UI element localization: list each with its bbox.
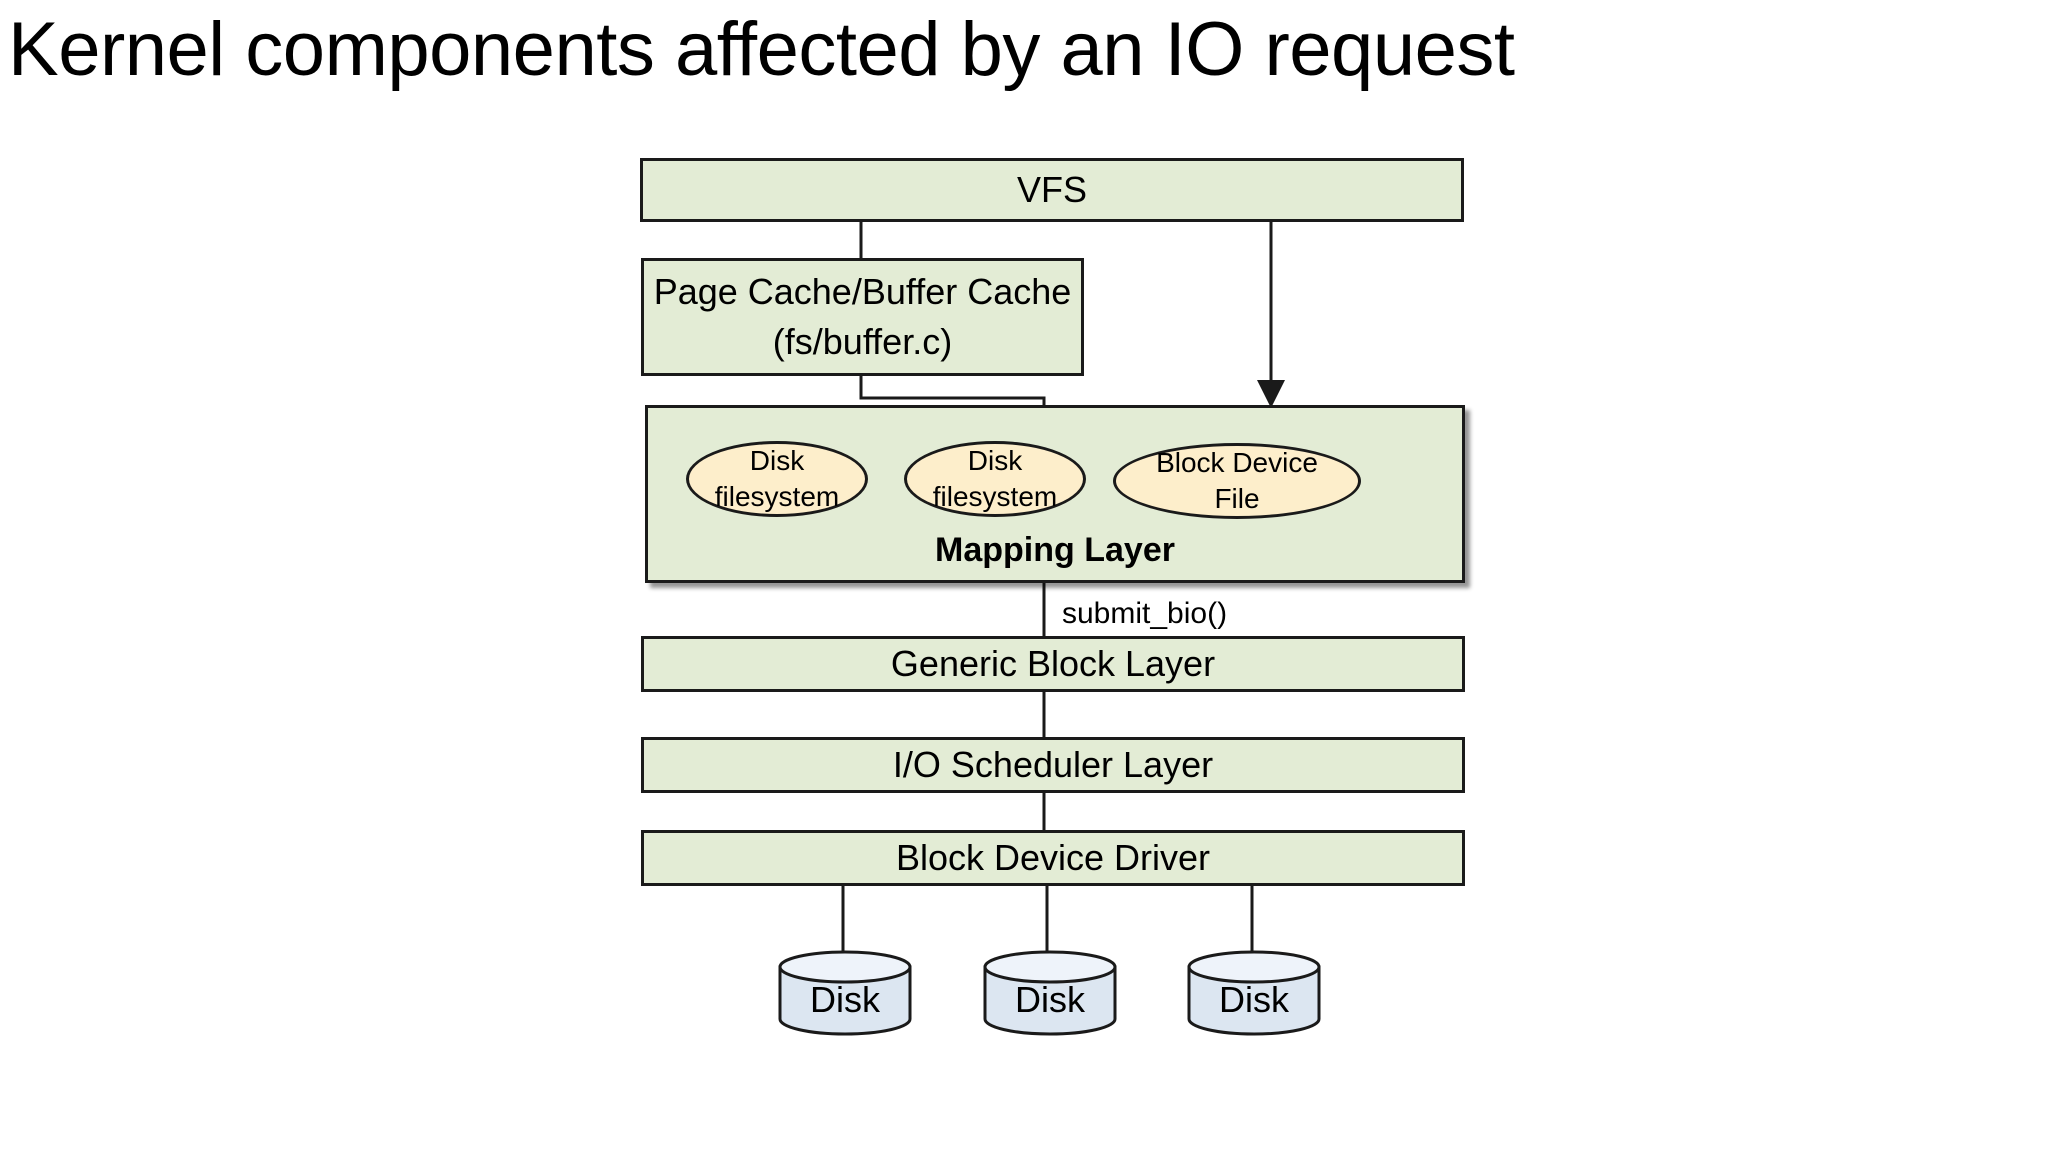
- layer-box-block-device-driver[interactable]: Block Device Driver: [641, 830, 1465, 886]
- layer-label-page-cache-line1: Page Cache/Buffer Cache: [653, 271, 1072, 312]
- mapping-node-block-device-file[interactable]: Block Device File: [1113, 443, 1361, 519]
- mapping-node-label-line1: Disk: [967, 445, 1023, 476]
- layer-box-vfs[interactable]: VFS: [640, 158, 1464, 222]
- disk-cylinder-2[interactable]: Disk: [982, 950, 1118, 1036]
- cylinder-icon: [983, 950, 1117, 1036]
- disk-cylinder-1[interactable]: Disk: [777, 950, 913, 1036]
- page-title: Kernel components affected by an IO requ…: [8, 7, 1515, 92]
- layer-box-page-cache[interactable]: Page Cache/Buffer Cache (fs/buffer.c): [641, 258, 1084, 376]
- arrowhead-vfs-to-mapping: [1257, 380, 1285, 408]
- mapping-node-disk-filesystem-2[interactable]: Disk filesystem: [904, 441, 1086, 517]
- cylinder-icon: [778, 950, 912, 1036]
- layer-box-io-scheduler[interactable]: I/O Scheduler Layer: [641, 737, 1465, 793]
- layer-label-page-cache-line2: (fs/buffer.c): [772, 321, 953, 362]
- disk-label: Disk: [810, 979, 880, 1020]
- mapping-node-label-line2: filesystem: [714, 481, 840, 512]
- layer-label-vfs: VFS: [1016, 169, 1087, 210]
- cylinder-icon: [1187, 950, 1321, 1036]
- layer-label-mapping: Mapping Layer: [935, 531, 1175, 569]
- edge-pagecache-to-mapping: [859, 376, 1046, 405]
- mapping-node-label-line1: Block Device: [1156, 447, 1318, 478]
- layer-label-block-device-driver: Block Device Driver: [895, 837, 1211, 878]
- disk-label: Disk: [1015, 979, 1085, 1020]
- layer-box-generic-block[interactable]: Generic Block Layer: [641, 636, 1465, 692]
- layer-label-io-scheduler: I/O Scheduler Layer: [892, 744, 1214, 785]
- mapping-node-label-line1: Disk: [749, 445, 805, 476]
- disk-label: Disk: [1219, 979, 1289, 1020]
- disk-cylinder-3[interactable]: Disk: [1186, 950, 1322, 1036]
- mapping-node-label-line2: File: [1214, 483, 1260, 514]
- mapping-node-label-line2: filesystem: [932, 481, 1058, 512]
- layer-label-generic-block: Generic Block Layer: [890, 643, 1216, 684]
- mapping-node-disk-filesystem-1[interactable]: Disk filesystem: [686, 441, 868, 517]
- edge-label-submit-bio: submit_bio(): [1062, 597, 1228, 630]
